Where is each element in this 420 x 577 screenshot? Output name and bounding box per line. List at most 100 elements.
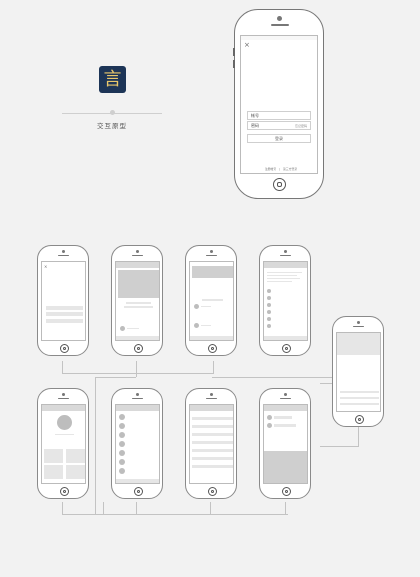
photo-grid (66, 465, 85, 479)
front-camera (136, 250, 139, 253)
screen-login-mini: × (41, 261, 86, 341)
contact-avatar (119, 432, 125, 438)
close-icon: × (44, 264, 48, 269)
account-label: 帐号 (251, 113, 259, 118)
photo-grid (44, 465, 63, 479)
avatar (194, 304, 199, 309)
list-row (192, 433, 233, 436)
connector-bottom-3 (136, 502, 137, 514)
list-icon (267, 310, 271, 314)
text-line (126, 302, 151, 304)
phone-contacts (111, 388, 163, 499)
screen-settings-list (263, 261, 308, 341)
app-logo: 言 (99, 66, 126, 93)
phone-chat-keyboard (259, 388, 311, 499)
text-line (202, 299, 223, 301)
speaker (353, 326, 364, 327)
connector-top-mid (136, 361, 137, 377)
connector-bottom-5 (285, 502, 286, 514)
speaker (206, 398, 217, 399)
avatar (194, 323, 199, 328)
phone-feed-image (111, 245, 163, 356)
photo-grid (66, 449, 85, 463)
text-line (340, 391, 379, 393)
subtitle-dot (110, 110, 115, 115)
subtitle: 交互原型 (97, 122, 127, 130)
keyboard (264, 451, 307, 483)
register-link[interactable]: 注册帐号 (265, 167, 277, 171)
list-row (192, 441, 233, 444)
connector-bottom-2 (102, 514, 288, 515)
screen-detail (336, 332, 381, 412)
nav-bar (264, 262, 307, 268)
side-button (233, 48, 235, 56)
tab-bar (264, 336, 307, 340)
home-button (355, 415, 364, 424)
text-line (340, 397, 379, 399)
nav-bar (42, 405, 85, 411)
text-line (55, 434, 74, 435)
close-button[interactable]: × (244, 41, 250, 49)
contact-avatar (119, 441, 125, 447)
connector-top-left (62, 361, 214, 374)
list-row (192, 425, 233, 428)
photo-grid (44, 449, 63, 463)
home-button (282, 487, 291, 496)
speaker (58, 398, 69, 399)
front-camera (210, 393, 213, 396)
contact-avatar (119, 459, 125, 465)
screen-messages (189, 404, 234, 484)
front-camera (62, 250, 65, 253)
home-button (208, 487, 217, 496)
speaker (280, 398, 291, 399)
contact-avatar (119, 414, 125, 420)
home-button[interactable] (273, 178, 286, 191)
phone-profile (37, 388, 89, 499)
phone-settings-list (259, 245, 311, 356)
text-line (340, 403, 379, 405)
connector-left-rail (95, 377, 96, 514)
phone-login-mini: × (37, 245, 89, 356)
home-button (134, 487, 143, 496)
home-button (60, 487, 69, 496)
connector-left-branch (95, 377, 136, 378)
text-line (124, 306, 153, 308)
login-button (46, 319, 83, 323)
account-field[interactable]: 帐号 (247, 111, 311, 120)
screen-feed-image (115, 261, 160, 341)
tab-bar (116, 479, 159, 483)
tab-bar (116, 336, 159, 340)
home-button (282, 344, 291, 353)
speaker (58, 255, 69, 256)
front-camera (136, 393, 139, 396)
nav-bar (116, 262, 159, 268)
screen-profile (41, 404, 86, 484)
text-line (267, 281, 292, 282)
screen-login: × 帐号 密码 忘记密码 登录 注册帐号 | 第三方登录 (240, 35, 318, 174)
third-party-login-link[interactable]: 第三方登录 (283, 167, 297, 171)
text-line (201, 325, 211, 326)
home-button (134, 344, 143, 353)
phone-messages (185, 388, 237, 499)
chat-bubble (274, 424, 296, 427)
text-line (267, 278, 300, 279)
speaker (132, 255, 143, 256)
forgot-password-link[interactable]: 忘记密码 (294, 124, 307, 128)
list-icon (267, 289, 271, 293)
speaker (132, 398, 143, 399)
password-field[interactable]: 密码 忘记密码 (247, 121, 311, 130)
image-placeholder (118, 270, 159, 298)
list-icon (267, 296, 271, 300)
account-field (46, 306, 83, 310)
connector-top-right (212, 377, 348, 378)
footer-divider: | (279, 167, 280, 171)
phone-feed-text (185, 245, 237, 356)
screen-contacts (115, 404, 160, 484)
login-button[interactable]: 登录 (247, 134, 311, 143)
avatar (120, 326, 125, 331)
list-row (192, 449, 233, 452)
status-bar (241, 36, 317, 40)
speaker (280, 255, 291, 256)
tab-bar (190, 336, 233, 340)
chat-bubble (274, 416, 292, 419)
